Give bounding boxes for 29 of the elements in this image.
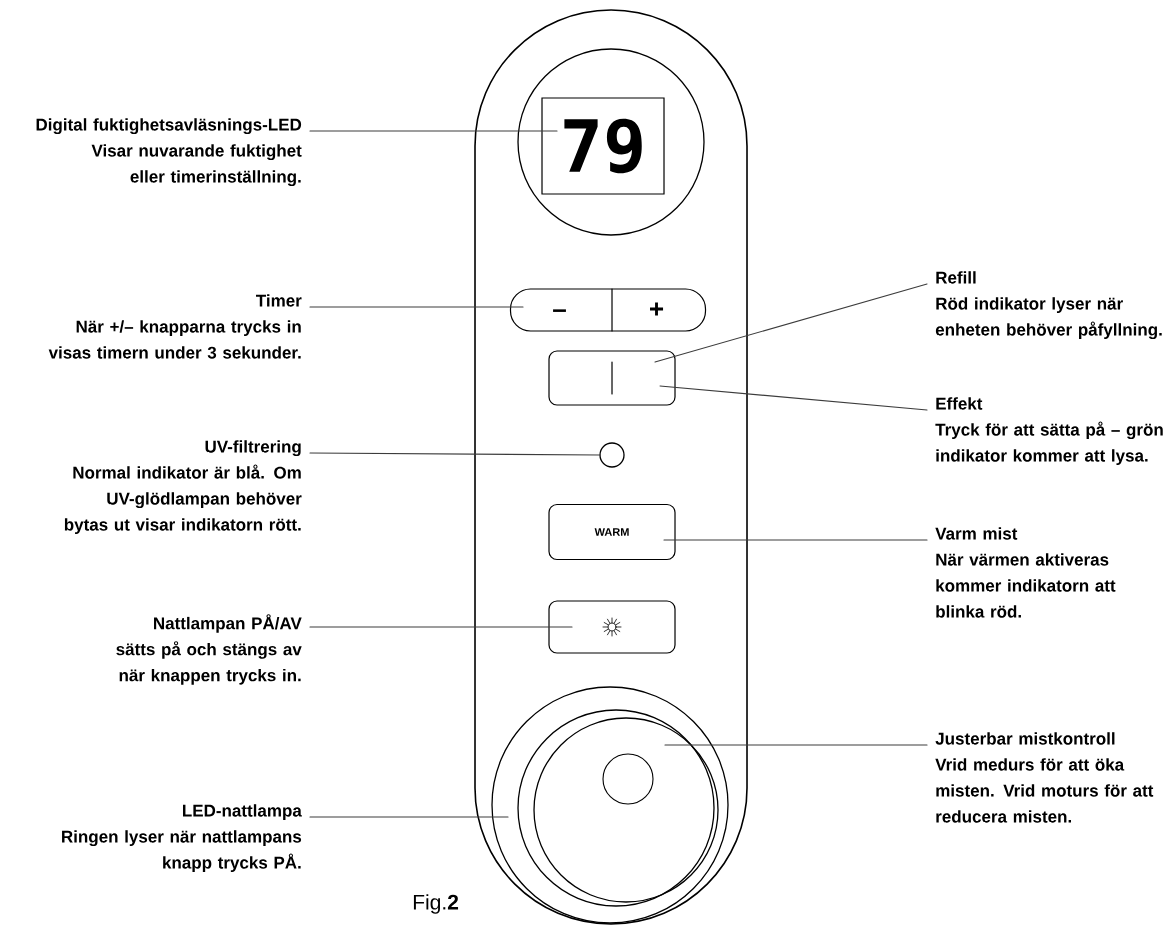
light-ring xyxy=(491,686,729,924)
leader-line xyxy=(664,744,928,746)
display-screen: 79 xyxy=(541,97,665,195)
power-button xyxy=(548,350,676,406)
callout-text: Digital fuktighetsavläsnings-LED Visar nuvarande fuktighet eller timerinställning. xyxy=(36,118,302,187)
callout-text: Varm mist När värmen aktiveras kommer indikatorn att blinka röd. xyxy=(935,527,1116,618)
knob xyxy=(517,709,719,907)
leader-line xyxy=(309,306,524,308)
device-panel xyxy=(474,9,748,925)
callout-text: Effekt Tryck för att sätta på – grön indikator kommer att lysa. xyxy=(935,397,1163,466)
night-light-button xyxy=(548,600,676,654)
leader-line xyxy=(659,385,928,411)
callout-text: UV-filtrering Normal indikator är blå. Om UV-glödlampan behöver bytas ut visar indikatorn rött. xyxy=(64,440,302,535)
leader-line xyxy=(663,539,928,541)
callout-text: Nattlampan PÅ/AV sätts på och stängs av när knappen trycks in. xyxy=(116,614,302,685)
figure-caption: Fig.2 xyxy=(413,894,459,914)
warm-button: WARM xyxy=(548,503,676,561)
callout-text: Refill Röd indikator lyser när enheten behöver påfyllning. xyxy=(935,271,1162,340)
callout-text: Justerbar mistkontroll Vrid medurs för att öka misten. Vrid moturs för att reducera misten. xyxy=(935,732,1154,823)
timer-button: – + xyxy=(509,288,707,332)
callout-text: LED-nattlampa Ringen lyser när nattlampans knapp trycks PÅ. xyxy=(62,804,302,873)
display-ring xyxy=(517,48,705,236)
leader-line xyxy=(309,452,601,456)
indicator-light xyxy=(599,442,625,468)
leader-line xyxy=(654,283,928,363)
leader-line xyxy=(309,626,573,628)
leader-line xyxy=(309,130,558,132)
callout-text: Timer När +/– knapparna trycks in visas timern under 3 sekunder. xyxy=(48,294,302,359)
leader-line xyxy=(309,816,509,818)
